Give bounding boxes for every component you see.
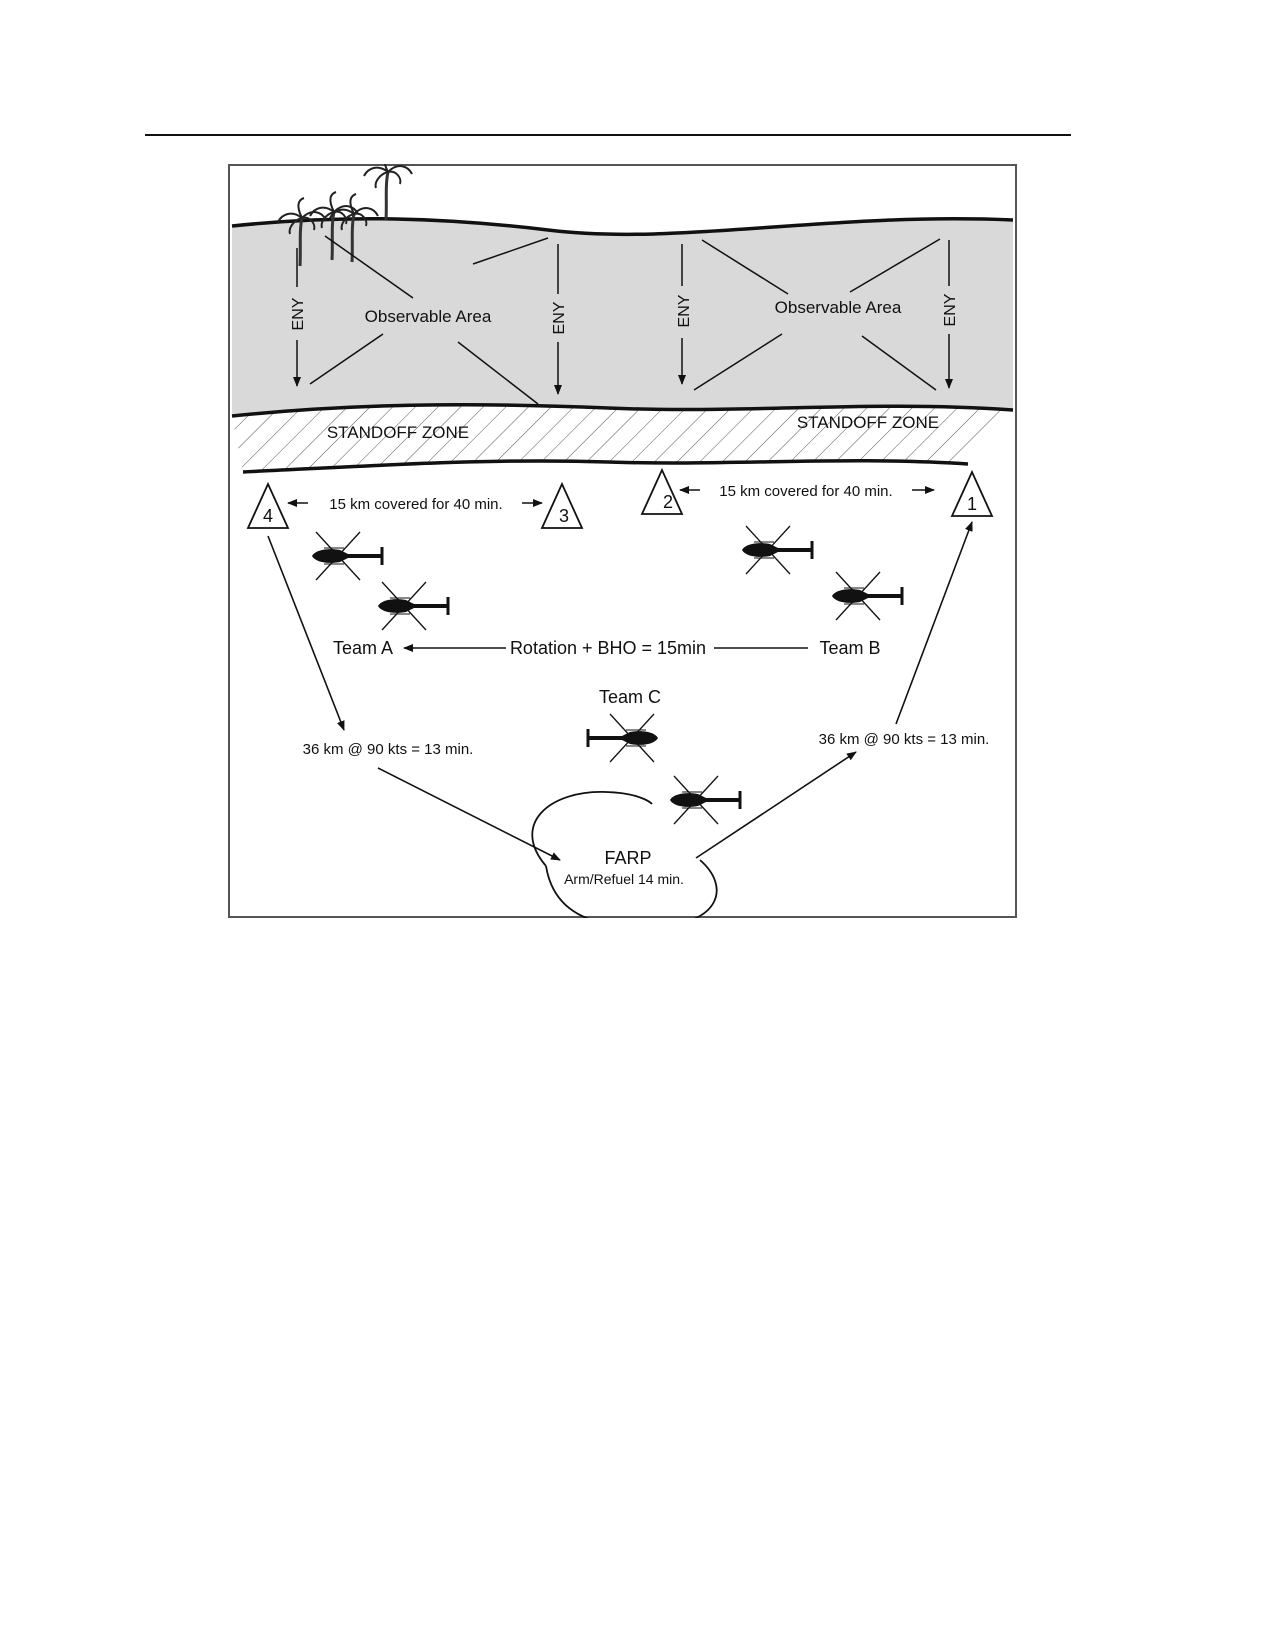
eny-label: ENY <box>290 297 307 330</box>
diagram-figure: ENY ENY Observable Area ENY ENY Observab… <box>228 164 1017 918</box>
forward-line <box>231 217 1014 237</box>
observable-area-label: Observable Area <box>365 307 492 326</box>
standoff-line-top <box>231 402 1014 418</box>
svg-text:3: 3 <box>559 506 569 526</box>
eny-label: ENY <box>942 293 959 326</box>
team-c-label: Team C <box>599 687 661 707</box>
farp-title: FARP <box>604 848 651 868</box>
coverage-label: 15 km covered for 40 min. <box>329 496 502 513</box>
svg-text:4: 4 <box>263 506 273 526</box>
farp-loop <box>531 791 718 918</box>
observable-area-label: Observable Area <box>775 298 902 317</box>
standoff-zone-label: STANDOFF ZONE <box>797 413 939 432</box>
leg-to-position-1-arrow <box>895 521 973 725</box>
svg-text:1: 1 <box>967 494 977 514</box>
battle-position-4: 4 <box>246 481 290 529</box>
svg-text:2: 2 <box>663 492 673 512</box>
team-a-label: Team A <box>333 638 393 658</box>
leg-to-farp-arrow <box>267 535 345 731</box>
observable-area-right: ENY ENY Observable Area <box>676 238 959 391</box>
eny-label: ENY <box>676 294 693 327</box>
leg-from-farp-arrow <box>695 751 857 859</box>
rotation-label: Rotation + BHO = 15min <box>510 638 706 658</box>
eny-label: ENY <box>551 301 568 334</box>
coverage-label: 15 km covered for 40 min. <box>719 483 892 500</box>
battle-position-3: 3 <box>540 481 584 529</box>
battle-position-1: 1 <box>950 469 994 517</box>
standoff-zone-band <box>232 404 1013 472</box>
observable-area-left: ENY ENY Observable Area <box>290 235 568 405</box>
farp-subtitle: Arm/Refuel 14 min. <box>564 871 684 887</box>
standoff-line-bottom <box>242 459 969 474</box>
standoff-zone-label: STANDOFF ZONE <box>327 423 469 442</box>
page-top-rule <box>145 134 1071 136</box>
team-b-label: Team B <box>819 638 880 658</box>
leg-label: 36 km @ 90 kts = 13 min. <box>303 741 474 758</box>
leg-into-farp-arrow <box>377 767 561 861</box>
battle-position-2: 2 <box>640 467 684 515</box>
terrain-band <box>232 218 1013 416</box>
leg-label: 36 km @ 90 kts = 13 min. <box>819 731 990 748</box>
